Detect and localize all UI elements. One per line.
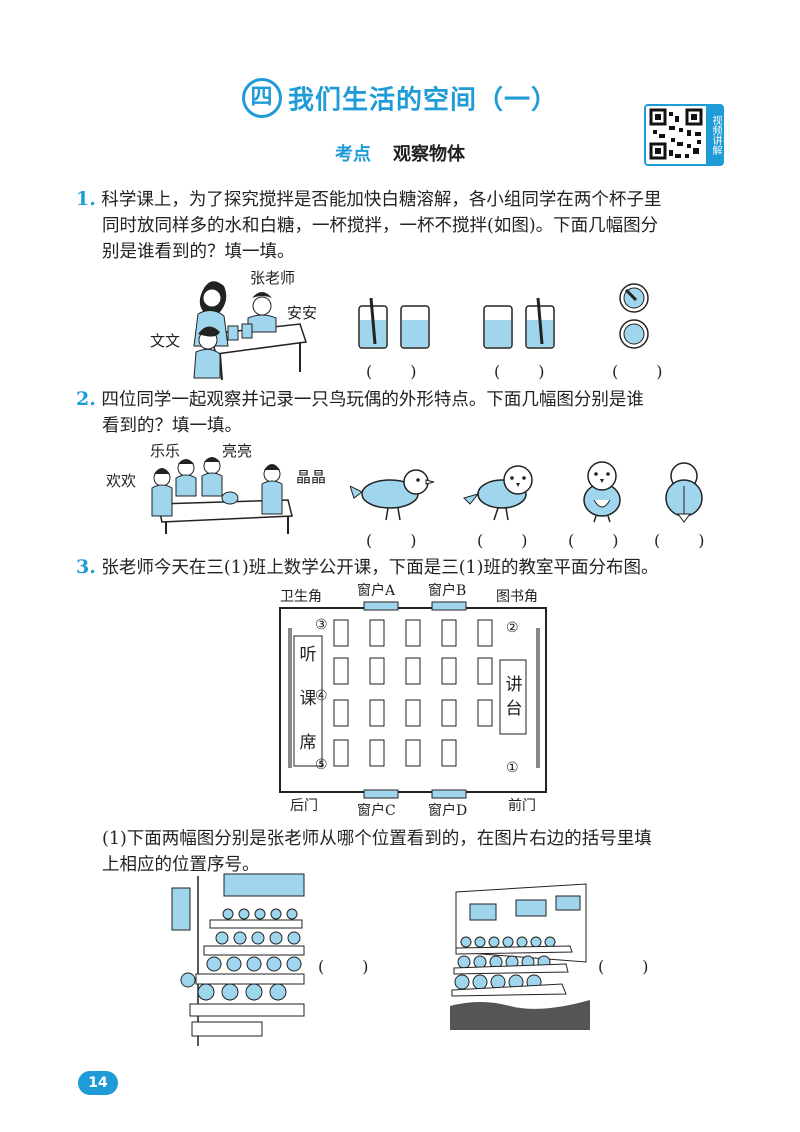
chapter-title: 四我们生活的空间（一） — [0, 78, 800, 118]
q2-name-jingjing: 晶晶 — [296, 468, 327, 486]
position-2: ② — [506, 620, 519, 636]
question-2-number: 2. — [76, 388, 96, 410]
podium-char-1: 讲 — [505, 675, 523, 695]
question-2-line1: 四位同学一起观察并记录一只鸟玩偶的外形特点。下面几幅图分别是谁 — [101, 390, 644, 410]
q1-students-illustration — [193, 281, 307, 381]
q2-name-huanhuan: 欢欢 — [106, 472, 137, 490]
q2-bird-view-1 — [350, 469, 435, 521]
q1-answer-3[interactable]: ( ) — [612, 362, 665, 381]
question-3-sub1-line1: (1)下面两幅图分别是张老师从哪个位置看到的，在图片右边的括号里填 — [102, 829, 652, 849]
plan-label-library: 图书角 — [496, 589, 538, 605]
q2-students-illustration — [151, 457, 293, 534]
position-3: ③ — [315, 617, 328, 633]
qr-label: 视频讲解 — [706, 106, 722, 164]
plan-label-front-door: 前门 — [508, 798, 536, 814]
question-3-number: 3. — [76, 556, 96, 578]
question-1-number: 1. — [76, 188, 96, 210]
key-point-label: 考点 — [335, 144, 371, 165]
audience-char-2: 课 — [299, 689, 317, 709]
q2-answer-3[interactable]: ( ) — [568, 531, 621, 550]
question-2-line2: 看到的？填一填。 — [102, 416, 242, 436]
q1-name-wenwen: 文文 — [150, 332, 181, 350]
q2-name-liangliang: 亮亮 — [222, 442, 253, 460]
qr-code-icon — [649, 108, 703, 160]
q2-answer-2[interactable]: ( ) — [477, 531, 530, 550]
chapter-number: 四 — [241, 78, 282, 118]
q1-name-anan: 安安 — [287, 304, 318, 322]
podium-char-2: 台 — [505, 699, 523, 719]
question-3-sub1: (1)下面两幅图分别是张老师从哪个位置看到的，在图片右边的括号里填 上相应的位置… — [102, 826, 742, 878]
plan-label-wc: 卫生角 — [280, 589, 322, 605]
audience-char-1: 听 — [299, 645, 317, 665]
q2-bird-view-3 — [583, 461, 621, 523]
chapter-title-text: 我们生活的空间（一） — [287, 85, 558, 116]
audience-seats-label: 听 课 席 — [297, 640, 319, 772]
question-3: 3. 张老师今天在三(1)班上数学公开课，下面是三(1)班的教室平面分布图。 — [76, 554, 756, 581]
classroom-view-1 — [168, 872, 308, 1052]
plan-label-back-door: 后门 — [290, 798, 318, 814]
classroom-view-2 — [450, 883, 590, 1030]
position-4: ④ — [315, 688, 328, 704]
question-2: 2. 四位同学一起观察并记录一只鸟玩偶的外形特点。下面几幅图分别是谁 看到的？填… — [76, 386, 736, 439]
q1-view-1 — [358, 297, 430, 349]
q1-view-3 — [619, 283, 649, 349]
key-point-topic: 观察物体 — [393, 144, 465, 165]
plan-label-window-a: 窗户A — [357, 583, 396, 599]
q1-answer-2[interactable]: ( ) — [494, 362, 547, 381]
q2-name-lele: 乐乐 — [150, 442, 181, 460]
video-qr-code[interactable]: 视频讲解 — [644, 104, 724, 166]
question-3-text: 张老师今天在三(1)班上数学公开课，下面是三(1)班的教室平面分布图。 — [101, 558, 659, 578]
audience-char-3: 席 — [299, 733, 317, 753]
q1-view-2 — [483, 297, 555, 349]
q3-answer-2[interactable]: ( ) — [598, 957, 651, 976]
q2-bird-view-4 — [665, 462, 703, 523]
q2-answer-1[interactable]: ( ) — [366, 531, 419, 550]
question-1: 1. 科学课上，为了探究搅拌是否能加快白糖溶解，各小组同学在两个杯子里 同时放同… — [76, 186, 736, 265]
question-1-line1: 科学课上，为了探究搅拌是否能加快白糖溶解，各小组同学在两个杯子里 — [101, 190, 662, 210]
question-3-sub1-line2: 上相应的位置序号。 — [102, 855, 260, 875]
classroom-floor-plan — [279, 601, 547, 799]
plan-label-window-b: 窗户B — [428, 583, 467, 599]
question-1-line2: 同时放同样多的水和白糖，一杯搅拌，一杯不搅拌(如图)。下面几幅图分 — [102, 216, 659, 236]
plan-label-window-c: 窗户C — [357, 803, 396, 819]
page-number: 14 — [78, 1071, 118, 1095]
position-1: ① — [506, 760, 519, 776]
key-point: 考点 观察物体 — [0, 140, 800, 166]
q2-answer-4[interactable]: ( ) — [654, 531, 707, 550]
q2-bird-view-2 — [463, 465, 533, 521]
q1-answer-1[interactable]: ( ) — [366, 362, 419, 381]
position-5: ⑤ — [315, 757, 328, 773]
question-1-line3: 别是谁看到的？填一填。 — [102, 242, 295, 262]
q1-name-teacher: 张老师 — [250, 269, 296, 287]
q3-answer-1[interactable]: ( ) — [318, 957, 371, 976]
plan-label-window-d: 窗户D — [428, 803, 468, 819]
podium-label: 讲 台 — [503, 670, 525, 719]
